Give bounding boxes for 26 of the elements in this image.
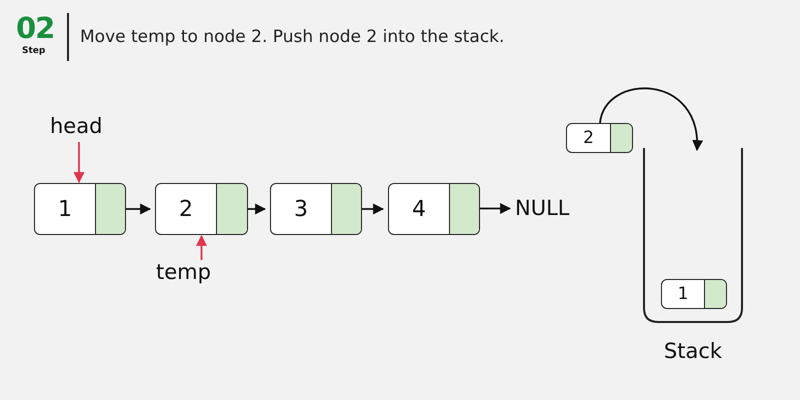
step-label: Step — [22, 47, 46, 56]
step-title: Move temp to node 2. Push node 2 into the stack. — [80, 29, 504, 46]
node-value: 3 — [294, 196, 308, 222]
step-number: 02 — [16, 14, 54, 43]
null-label: NULL — [515, 198, 570, 219]
next-arrow — [248, 204, 266, 214]
node-value: 2 — [179, 196, 193, 222]
stack-item — [661, 279, 727, 309]
list-node — [270, 183, 362, 235]
pointer-label: temp — [156, 262, 211, 283]
push-arrow — [599, 88, 702, 152]
node-value: 2 — [583, 128, 594, 148]
node-value: 4 — [412, 196, 426, 222]
stack-label: Stack — [662, 341, 724, 362]
next-arrow — [126, 204, 152, 214]
pointer-arrow — [74, 142, 84, 184]
list-node — [34, 183, 126, 235]
next-arrow — [362, 204, 384, 214]
list-node — [155, 183, 248, 235]
list-node — [566, 123, 633, 153]
pointer-arrow — [196, 234, 207, 260]
node-value: 1 — [58, 196, 72, 222]
node-value: 1 — [678, 284, 688, 304]
pointer-label: head — [50, 116, 102, 137]
list-node — [388, 183, 480, 235]
next-arrow — [480, 203, 512, 214]
